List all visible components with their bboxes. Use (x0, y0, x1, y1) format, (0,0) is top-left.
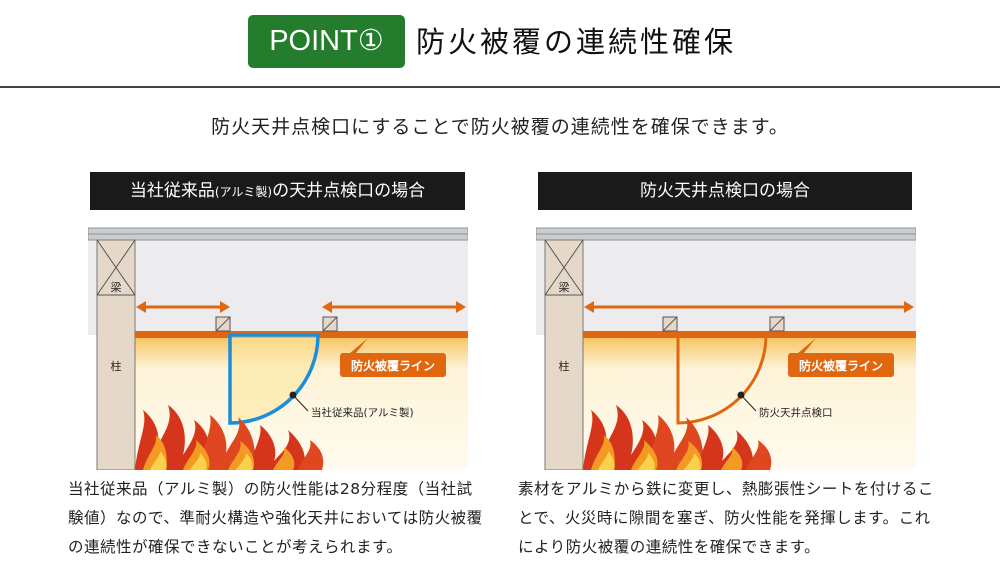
subtitle: 防火天井点検口にすることで防火被覆の連続性を確保できます。 (211, 116, 789, 138)
hanger-icon (662, 316, 785, 332)
divider (0, 86, 1000, 88)
callout-label: 防火天井点検口 (759, 406, 833, 419)
heading-small: (アルミ製) (214, 185, 273, 199)
fire-cover-line-label: 防火被覆ライン (799, 358, 883, 373)
hanger-icon (215, 316, 338, 332)
fire-cover-line-badge (788, 353, 894, 377)
fire-cover-line-label: 防火被覆ライン (351, 358, 435, 373)
heading-part: 当社従来品 (129, 181, 215, 201)
fire-cover-line (583, 331, 916, 338)
diagram-conventional: 梁 柱 防火被覆ライン 当社従来品(アルミ製) (88, 227, 468, 470)
point-badge: POINT① (248, 15, 405, 68)
fire-cover-line-badge (340, 353, 446, 377)
panel-heading-conventional: 当社従来品(アルミ製)の天井点検口の場合 (90, 172, 465, 210)
span-arrow-icon (584, 301, 914, 313)
column-label: 柱 (111, 359, 122, 373)
page-title: 防火被覆の連続性確保 (416, 25, 737, 59)
column-label: 柱 (559, 359, 570, 373)
description-fireproof: 素材をアルミから鉄に変更し、熱膨張性シートを付けることで、火災時に隙間を塞ぎ、防… (518, 480, 934, 556)
diagram-fireproof: 梁 柱 防火被覆ライン 防火天井点検口 (536, 227, 916, 470)
description-conventional: 当社従来品（アルミ製）の防火性能は28分程度（当社試験値）なので、準耐火構造や強… (68, 480, 483, 556)
beam-label: 梁 (559, 280, 570, 294)
span-arrow-icon (136, 301, 466, 313)
panel-heading-fireproof: 防火天井点検口の場合 (538, 172, 912, 210)
callout-label: 当社従来品(アルミ製) (311, 406, 414, 419)
heading-part: の天井点検口の場合 (272, 181, 426, 201)
beam-label: 梁 (111, 280, 122, 294)
